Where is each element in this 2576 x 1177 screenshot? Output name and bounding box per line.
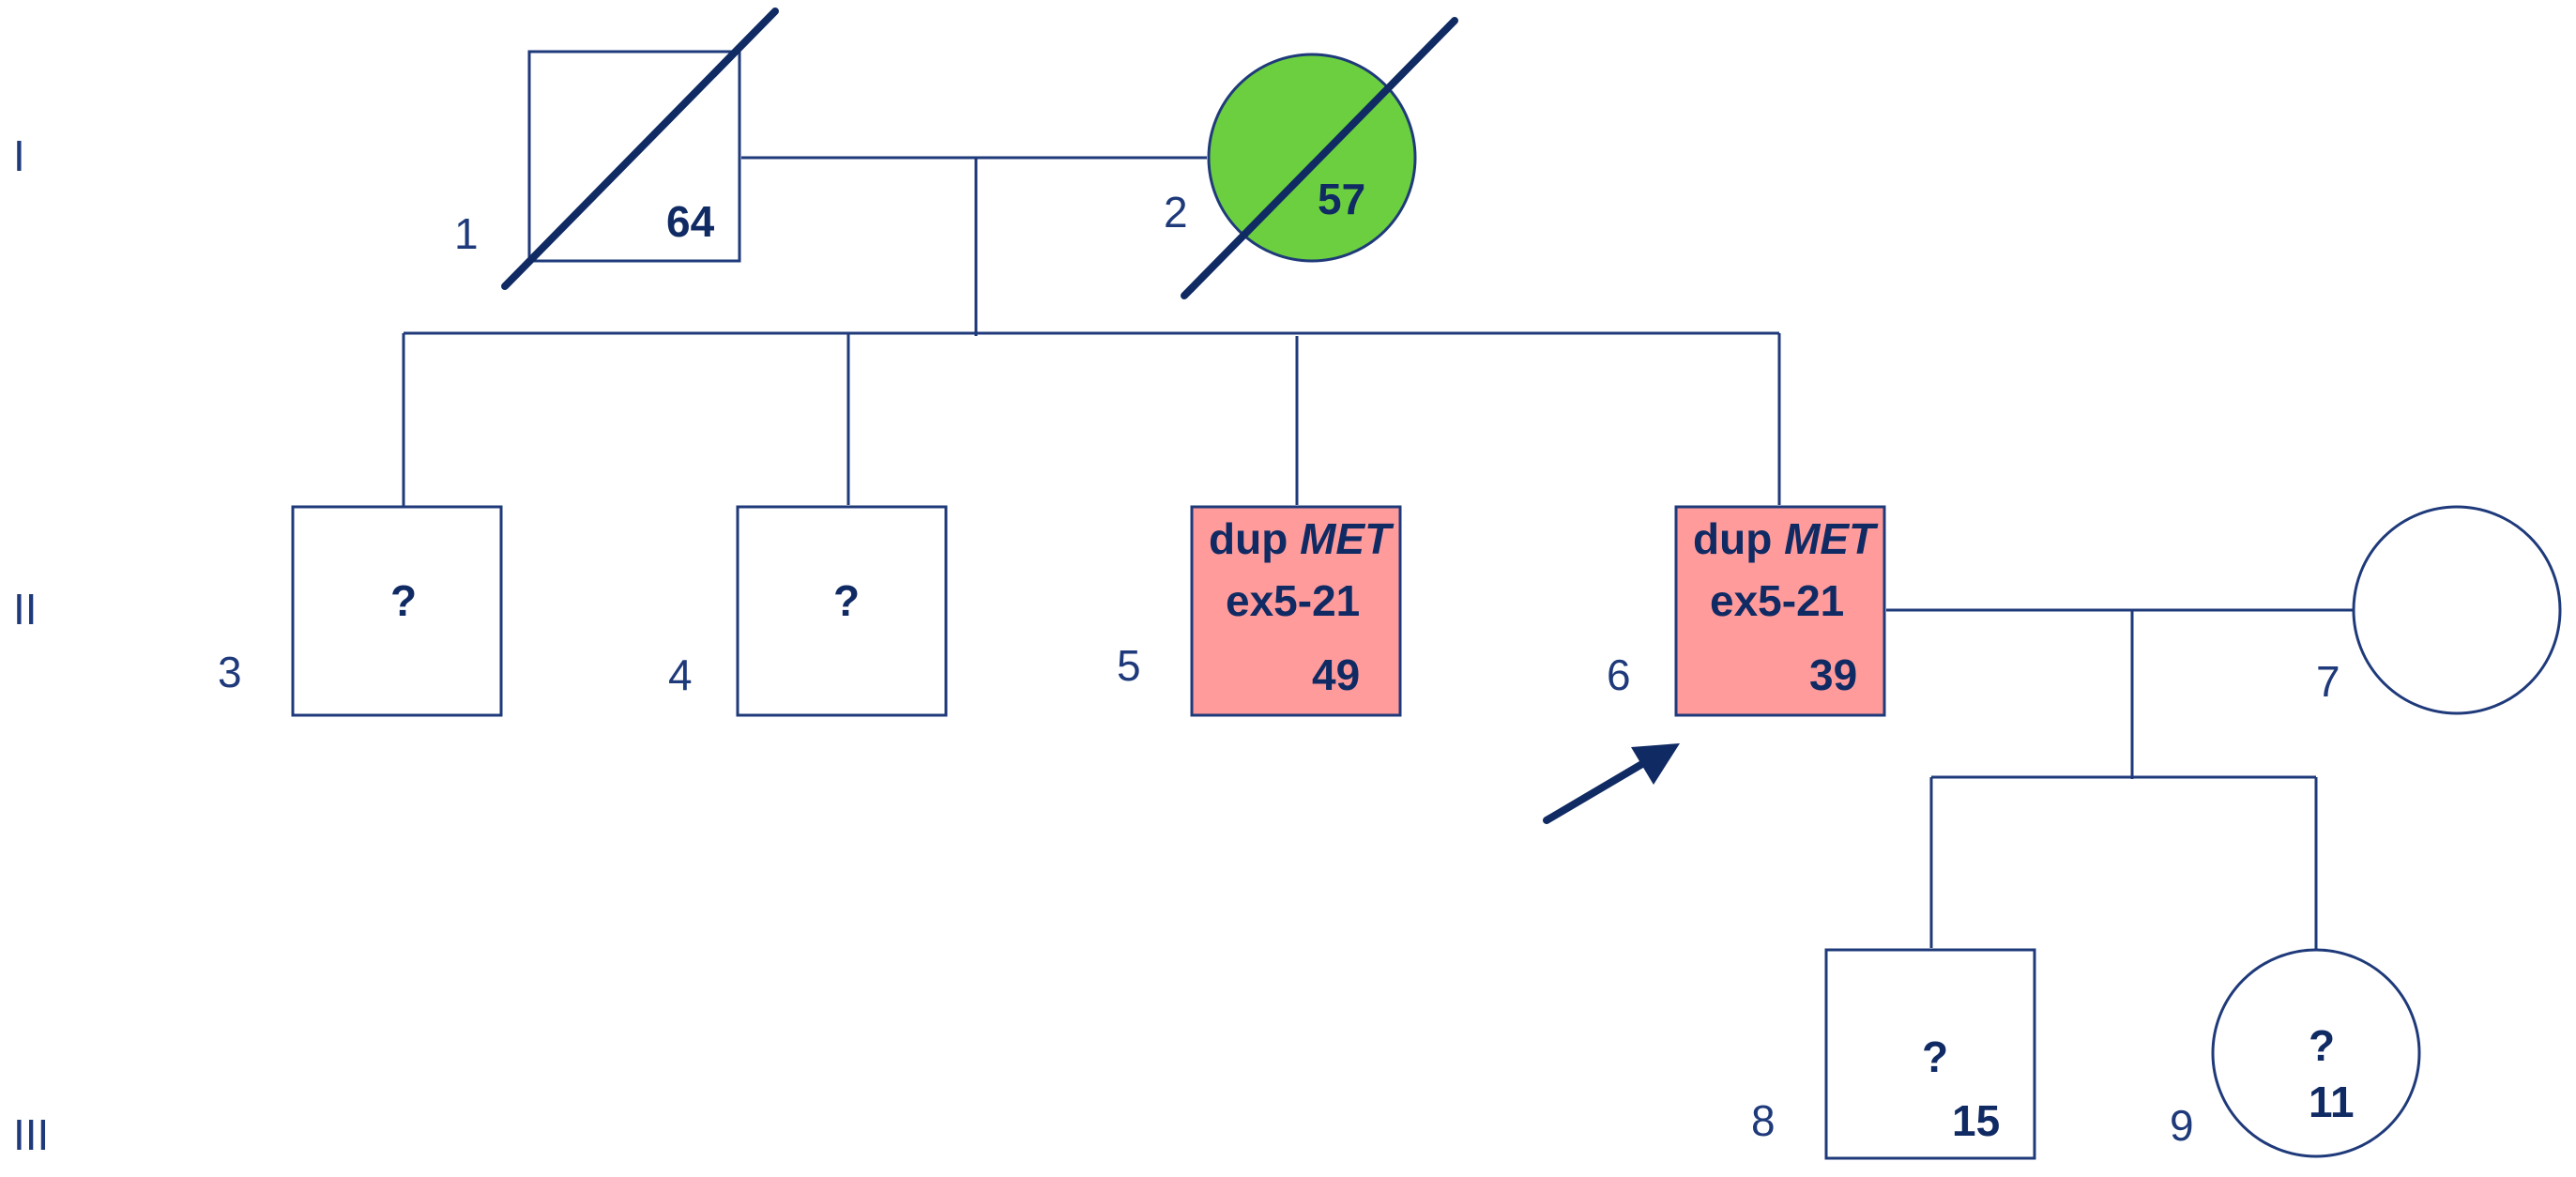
generation-label-i: I (13, 131, 25, 180)
male-symbol (291, 505, 503, 717)
individual-9: ? 11 9 (2170, 948, 2421, 1158)
status-unknown: ? (833, 576, 860, 625)
individual-6: dup MET ex5-21 39 6 (1543, 505, 1886, 824)
individual-number: 2 (1164, 188, 1188, 237)
individual-number: 5 (1117, 641, 1141, 690)
individual-3: ? 3 (218, 505, 503, 717)
age-label: 57 (1318, 175, 1365, 223)
generation-label-ii: II (13, 585, 38, 634)
proband-arrow (1543, 743, 1680, 824)
individual-8: ? 15 8 (1751, 948, 2036, 1160)
generation-label-iii: III (13, 1110, 49, 1159)
female-symbol-affected (1207, 53, 1417, 263)
individual-number: 6 (1607, 650, 1631, 699)
individual-number: 9 (2170, 1101, 2194, 1150)
individual-2: 57 2 (1164, 17, 1458, 299)
individual-7: 7 (2316, 505, 2562, 715)
individual-4: ? 4 (668, 505, 948, 717)
variant-label: dup MET (1693, 514, 1879, 563)
variant-prefix: dup (1209, 514, 1300, 563)
variant-exon: ex5-21 (1710, 576, 1844, 625)
male-symbol (1824, 948, 2036, 1160)
female-symbol (2211, 948, 2421, 1158)
age-label: 15 (1952, 1096, 2000, 1145)
individual-number: 7 (2316, 657, 2340, 706)
individual-number: 3 (218, 648, 242, 696)
female-symbol (2352, 505, 2562, 715)
age-label: 49 (1312, 650, 1360, 699)
male-symbol (736, 505, 948, 717)
age-label: 11 (2309, 1078, 2355, 1126)
variant-gene: MET (1784, 514, 1879, 563)
status-unknown: ? (1922, 1032, 1948, 1081)
deceased-slash (1181, 17, 1458, 299)
variant-label: dup MET (1209, 514, 1395, 563)
age-label: 39 (1809, 650, 1857, 699)
male-symbol-affected (1674, 505, 1886, 717)
individual-1: 64 1 (454, 8, 779, 290)
arrow-shaft (1543, 755, 1655, 824)
individual-5: dup MET ex5-21 49 5 (1117, 505, 1402, 717)
variant-exon: ex5-21 (1226, 576, 1360, 625)
status-unknown: ? (2309, 1021, 2335, 1070)
deceased-slash (501, 8, 779, 290)
arrow-head (1631, 743, 1680, 785)
individual-number: 8 (1751, 1096, 1776, 1145)
individual-number: 1 (454, 209, 479, 258)
variant-prefix: dup (1693, 514, 1784, 563)
status-unknown: ? (390, 576, 417, 625)
male-symbol-affected (1190, 505, 1402, 717)
age-label: 64 (666, 197, 715, 246)
variant-gene: MET (1300, 514, 1395, 563)
individual-number: 4 (668, 650, 693, 699)
